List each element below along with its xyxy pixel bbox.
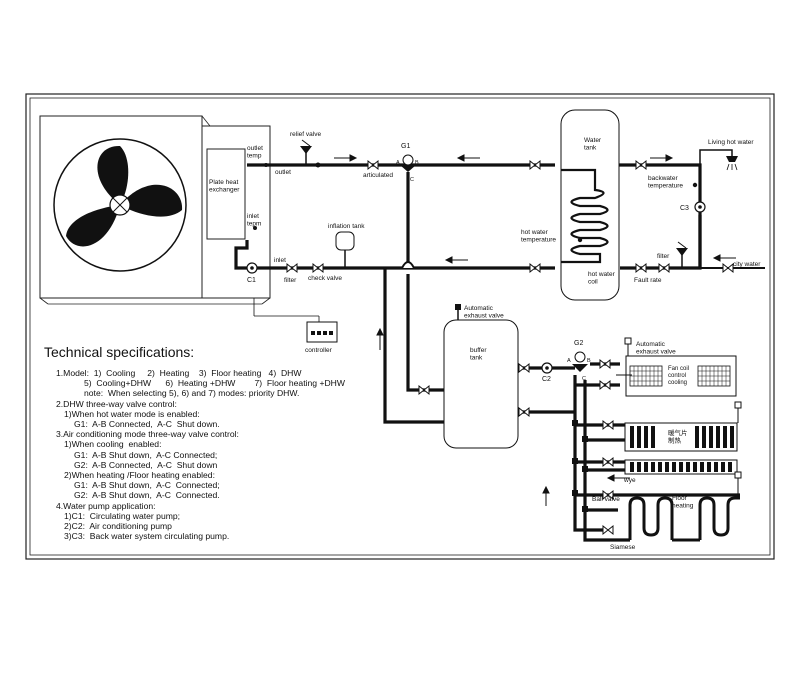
- label-relief-valve: relief valve: [290, 131, 321, 138]
- spec-line: 1)When hot water mode is enabled:: [64, 408, 200, 419]
- spec-line: G1: A-B Shut down, A-C Connected;: [74, 449, 218, 460]
- label-inlet: inlet: [274, 257, 286, 264]
- label-g2-a: A: [567, 358, 571, 364]
- water-tank: [560, 109, 620, 301]
- flow-arrows: [334, 154, 736, 506]
- label-g1-b: B: [415, 160, 419, 166]
- outer-frame: [25, 93, 775, 560]
- manifold-joints: [572, 420, 588, 512]
- label-g2-c: C: [582, 376, 586, 382]
- fan-coil-unit: [625, 355, 737, 397]
- specs-title: Technical specifications:: [44, 344, 195, 360]
- exhaust-valves: [624, 337, 742, 495]
- spec-line: 4.Water pump application:: [56, 500, 156, 511]
- label-g1: G1: [401, 143, 410, 150]
- label-filter-city: filter: [657, 253, 670, 260]
- inflation-tank: [335, 231, 355, 268]
- label-c1: C1: [247, 277, 256, 284]
- label-articulated: articulated: [363, 172, 393, 179]
- buffer-tank: [443, 304, 519, 449]
- label-outlet: outlet: [275, 169, 291, 176]
- spec-line: 5) Cooling+DHW 6) Heating +DHW 7) Floor …: [84, 378, 346, 389]
- label-c2: C2: [542, 376, 551, 383]
- label-siamese: Siamese: [610, 544, 636, 551]
- floor-heating-loops: [628, 496, 740, 542]
- spec-line: 1)When cooling enabled:: [64, 439, 162, 450]
- radiator-2: [624, 459, 738, 475]
- inner-frame: [29, 97, 771, 556]
- spec-line: 1)C1: Circulating water pump;: [64, 510, 181, 521]
- label-living-hot-water: Living hot water: [708, 139, 754, 146]
- safety-valve-icon: [676, 241, 688, 268]
- label-controller: controller: [305, 347, 333, 354]
- label-c3: C3: [680, 205, 689, 212]
- label-g2-b: B: [587, 358, 591, 364]
- radiator: [624, 422, 738, 452]
- fan-icon: [66, 145, 183, 247]
- spec-line: note: When selecting 5), 6) and 7) modes…: [84, 388, 300, 399]
- technical-specifications: Technical specifications: 1.Model: 1) Co…: [44, 343, 374, 541]
- spec-line: 3.Air conditioning mode three-way valve …: [56, 429, 239, 440]
- spec-line: 2)When heating /Floor heating enabled:: [64, 470, 215, 481]
- label-g1-a: A: [396, 160, 400, 166]
- spec-line: 2.DHW three-way valve control:: [56, 398, 177, 409]
- spec-line: G1: A-B Connected, A-C Shut down.: [74, 419, 220, 430]
- spec-line: 2)C2: Air conditioning pump: [64, 521, 172, 532]
- spec-line: 3)C3: Back water system circulating pump…: [64, 531, 230, 542]
- label-radiator: 暖气片制热: [668, 428, 688, 445]
- label-city-water: city water: [733, 261, 761, 268]
- heat-pump-unit: [39, 115, 271, 305]
- label-wye: wye: [623, 477, 636, 484]
- spec-line: G1: A-B Shut down, A-C Connected;: [74, 480, 220, 491]
- spec-line: G2: A-B Connected, A-C Shut down: [74, 459, 218, 470]
- spec-line: 1.Model: 1) Cooling 2) Heating 3) Floor …: [56, 368, 302, 378]
- plate-heat-exchanger: [206, 148, 246, 240]
- pump-c3: [694, 201, 706, 213]
- spec-line: G2: A-B Shut down, A-C Connected.: [74, 490, 220, 501]
- pump-c1: [246, 262, 258, 274]
- label-g1-c: C: [410, 177, 414, 183]
- shower-icon: [699, 149, 738, 171]
- specs-list: 1.Model: 1) Cooling 2) Heating 3) Floor …: [44, 368, 374, 541]
- three-way-valve-g2: [572, 351, 588, 372]
- label-g2: G2: [574, 340, 583, 347]
- label-ball-valve: Ball valve: [592, 496, 620, 503]
- controller-icon: [253, 298, 338, 343]
- label-filter-inlet: filter: [284, 277, 297, 284]
- label-check-valve: check valve: [308, 275, 342, 282]
- relief-valve-icon: [300, 139, 312, 165]
- pump-c2: [541, 362, 553, 374]
- three-way-valve-g1: [400, 154, 416, 172]
- label-fault-rate: Fault rate: [634, 277, 662, 284]
- sensor-dots: [253, 162, 698, 243]
- label-inflation-tank: inflation tank: [328, 223, 365, 230]
